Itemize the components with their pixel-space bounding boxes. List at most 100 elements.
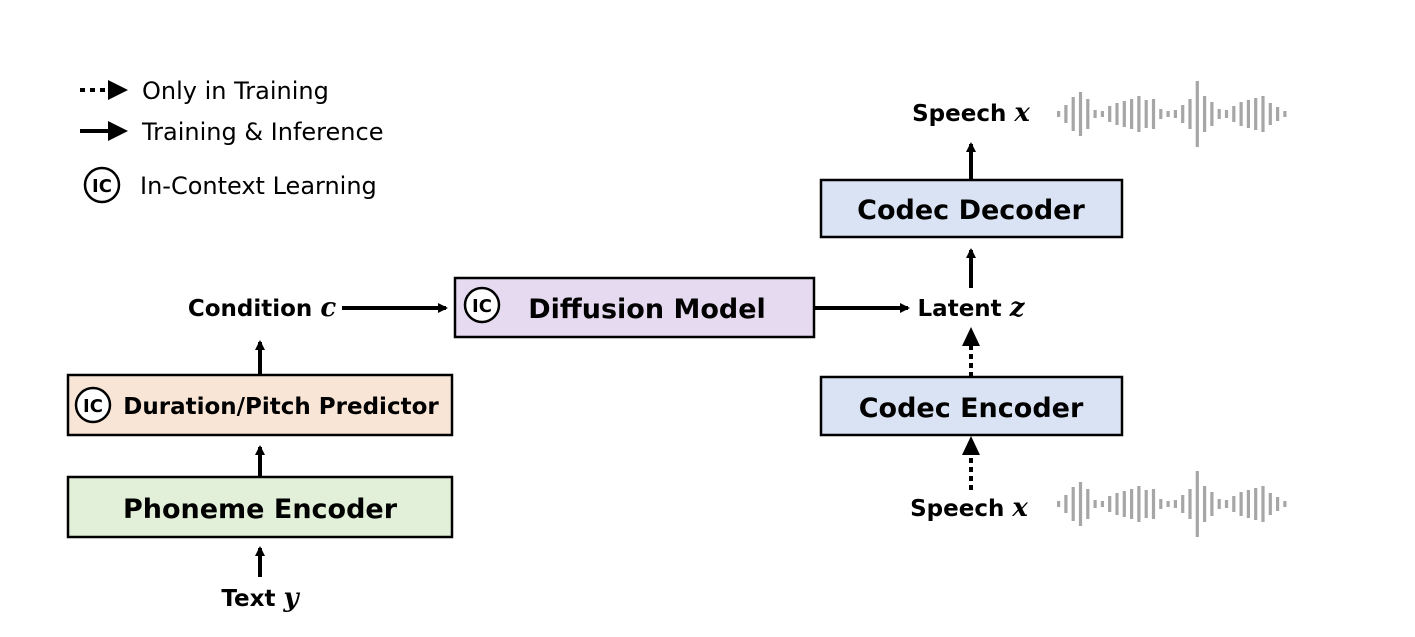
latent-label: Latent z bbox=[918, 293, 1026, 323]
waveform-bar bbox=[1166, 111, 1170, 117]
waveform-bar bbox=[1224, 110, 1229, 118]
predictor-label: Duration/Pitch Predictor bbox=[123, 394, 439, 420]
waveform-bar bbox=[1100, 501, 1104, 507]
waveform-bar bbox=[1100, 111, 1104, 117]
waveform-bar bbox=[1173, 110, 1177, 118]
phoneme-encoder-box: Phoneme Encoder bbox=[66, 475, 454, 539]
diffusion-model-label: Diffusion Model bbox=[528, 294, 766, 325]
speech-input-var: x bbox=[1011, 493, 1028, 523]
waveform-bar bbox=[1217, 109, 1221, 119]
waveform-bar bbox=[1283, 111, 1287, 117]
diffusion-ic-icon: IC bbox=[463, 286, 501, 324]
waveform-bar bbox=[1188, 489, 1192, 519]
waveform-bar bbox=[1254, 488, 1258, 520]
text-label-word: Text bbox=[221, 586, 275, 612]
waveform-bar bbox=[1166, 501, 1170, 507]
waveform-bar bbox=[1151, 489, 1156, 519]
waveform-bar bbox=[1144, 490, 1148, 518]
waveform-bar bbox=[1078, 92, 1083, 136]
waveform-bar bbox=[1246, 100, 1250, 128]
waveform-bar bbox=[1093, 110, 1097, 118]
codec-decoder-box: Codec Decoder bbox=[819, 178, 1124, 239]
legend-dotted-label: Only in Training bbox=[142, 77, 329, 105]
waveform-bar bbox=[1246, 490, 1250, 518]
legend-ic-icon: IC bbox=[83, 166, 121, 204]
waveform-bar bbox=[1283, 501, 1287, 507]
speech-output-var: x bbox=[1013, 98, 1030, 128]
waveform-bar bbox=[1108, 496, 1112, 512]
waveform-bar bbox=[1108, 106, 1112, 122]
legend-solid-label: Training & Inference bbox=[141, 118, 383, 146]
waveform-bar bbox=[1276, 107, 1280, 121]
waveform-bar bbox=[1115, 103, 1119, 125]
legend-dotted-arrow bbox=[80, 80, 128, 100]
diffusion-model-box: IC Diffusion Model bbox=[453, 276, 816, 339]
waveform-bar bbox=[1064, 495, 1068, 513]
codec-encoder-box: Codec Encoder bbox=[819, 375, 1124, 437]
speech-input-waveform-icon bbox=[1057, 471, 1287, 537]
text-label: Text y bbox=[221, 583, 300, 613]
arrow-encoder-to-latent bbox=[962, 327, 980, 377]
waveform-bar bbox=[1071, 487, 1075, 521]
waveform-bar bbox=[1195, 471, 1199, 537]
latent-label-word: Latent bbox=[918, 296, 1002, 322]
waveform-bar bbox=[1268, 103, 1272, 125]
waveform-bar bbox=[1130, 99, 1134, 129]
waveform-bar bbox=[1268, 493, 1272, 515]
waveform-bar bbox=[1115, 493, 1119, 515]
waveform-bar bbox=[1078, 482, 1083, 526]
waveform-bar bbox=[1151, 99, 1156, 129]
waveform-bar bbox=[1122, 491, 1126, 517]
waveform-bar bbox=[1181, 105, 1185, 123]
speech-input-label: Speech x bbox=[910, 493, 1028, 523]
waveform-bar bbox=[1144, 100, 1148, 128]
codec-encoder-label: Codec Encoder bbox=[859, 393, 1084, 424]
waveform-bar bbox=[1122, 101, 1126, 127]
waveform-bar bbox=[1064, 105, 1068, 123]
waveform-bar bbox=[1137, 96, 1141, 132]
phoneme-encoder-label: Phoneme Encoder bbox=[123, 494, 398, 525]
waveform-bar bbox=[1195, 81, 1199, 147]
condition-label-word: Condition bbox=[188, 296, 312, 322]
duration-pitch-predictor-box: IC Duration/Pitch Predictor bbox=[66, 373, 454, 437]
arrow-speech-to-encoder bbox=[962, 436, 980, 490]
waveform-bar bbox=[1093, 500, 1097, 508]
legend-solid-arrow bbox=[80, 121, 128, 141]
waveform-bar bbox=[1276, 497, 1280, 511]
predictor-ic-badge-text: IC bbox=[83, 396, 103, 417]
waveform-bar bbox=[1224, 500, 1229, 508]
waveform-bar bbox=[1173, 500, 1177, 508]
speech-output-word: Speech bbox=[912, 101, 1006, 127]
waveform-bar bbox=[1203, 96, 1207, 132]
waveform-bar bbox=[1071, 97, 1075, 131]
diffusion-ic-badge-text: IC bbox=[472, 296, 492, 317]
waveform-bar bbox=[1261, 486, 1265, 522]
waveform-bar bbox=[1239, 102, 1243, 126]
waveform-bar bbox=[1210, 102, 1214, 126]
waveform-bar bbox=[1261, 96, 1265, 132]
waveform-bar bbox=[1086, 489, 1090, 519]
waveform-bar bbox=[1086, 99, 1090, 129]
waveform-bar bbox=[1137, 486, 1141, 522]
waveform-bar bbox=[1254, 98, 1258, 130]
waveform-bar bbox=[1057, 111, 1061, 117]
waveform-bar bbox=[1239, 492, 1243, 516]
speech-output-label: Speech x bbox=[912, 98, 1030, 128]
waveform-bar bbox=[1130, 489, 1134, 519]
waveform-bar bbox=[1159, 109, 1163, 119]
condition-var: c bbox=[320, 293, 336, 323]
waveform-bar bbox=[1159, 499, 1163, 509]
waveform-bar bbox=[1232, 496, 1236, 512]
speech-output-waveform-icon bbox=[1057, 81, 1287, 147]
predictor-ic-icon: IC bbox=[74, 386, 112, 424]
waveform-bar bbox=[1217, 499, 1221, 509]
waveform-bar bbox=[1188, 99, 1192, 129]
condition-label: Condition c bbox=[188, 293, 336, 323]
waveform-bar bbox=[1210, 492, 1214, 516]
codec-decoder-label: Codec Decoder bbox=[857, 195, 1085, 226]
speech-input-word: Speech bbox=[910, 496, 1004, 522]
waveform-bar bbox=[1057, 501, 1061, 507]
waveform-bar bbox=[1181, 495, 1185, 513]
waveform-bar bbox=[1203, 486, 1207, 522]
legend-ic-badge-text: IC bbox=[92, 176, 112, 197]
